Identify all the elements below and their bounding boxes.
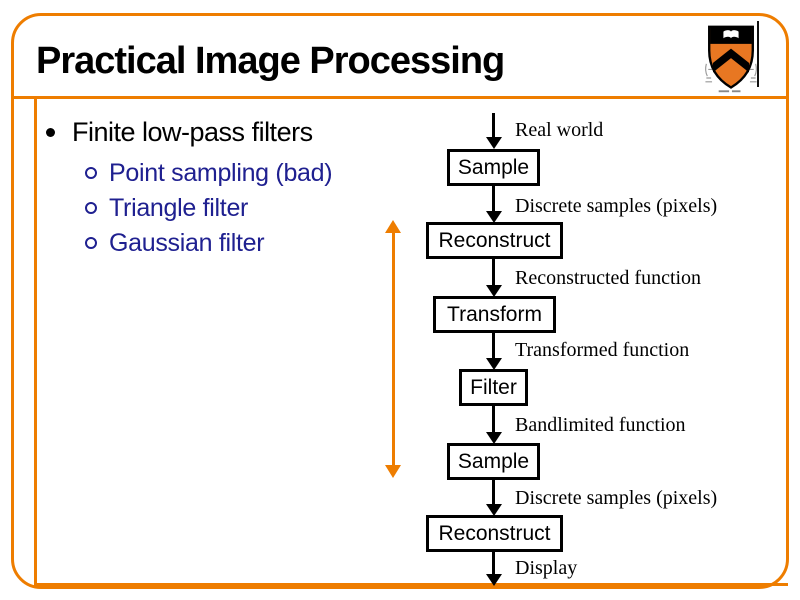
sub-bullet-item: Point sampling (bad) bbox=[85, 158, 333, 188]
arrowhead-down bbox=[385, 465, 401, 478]
arrow-shaft bbox=[492, 480, 495, 506]
flow-arrow-icon bbox=[486, 333, 502, 370]
sub-bullet-item: Triangle filter bbox=[85, 193, 248, 223]
sub-bullet-icon bbox=[85, 202, 97, 214]
edge-label-discrete-samples-2: Discrete samples (pixels) bbox=[515, 487, 718, 509]
sub-bullet-icon bbox=[85, 167, 97, 179]
flow-arrow-icon bbox=[486, 480, 502, 516]
sub-bullet-item: Gaussian filter bbox=[85, 228, 265, 258]
edge-label-discrete-samples-1: Discrete samples (pixels) bbox=[515, 195, 718, 217]
arrow-shaft bbox=[492, 406, 495, 434]
arrow-shaft bbox=[492, 259, 495, 287]
arrowhead-down bbox=[486, 504, 502, 516]
bullet-item: Finite low-pass filters bbox=[46, 116, 313, 148]
arrowhead-down bbox=[486, 358, 502, 370]
page-title: Practical Image Processing bbox=[36, 40, 505, 82]
sub-bullet-label: Triangle filter bbox=[109, 194, 249, 222]
arrowhead-down bbox=[486, 137, 502, 149]
flow-node-sample-2: Sample bbox=[447, 443, 540, 480]
sub-bullet-icon bbox=[85, 237, 97, 249]
flow-node-filter: Filter bbox=[459, 369, 528, 406]
arrowhead-down bbox=[486, 432, 502, 444]
arrow-shaft bbox=[492, 186, 495, 213]
content-frame-left-line bbox=[34, 96, 37, 586]
bullet-item-label: Finite low-pass filters bbox=[72, 117, 313, 147]
crest-divider-line bbox=[757, 21, 759, 87]
flow-node-reconstruct-1: Reconstruct bbox=[426, 222, 563, 259]
arrowhead-down bbox=[486, 211, 502, 223]
arrowhead-up bbox=[385, 220, 401, 233]
sub-bullet-label: Gaussian filter bbox=[109, 229, 265, 257]
title-divider-line bbox=[12, 96, 789, 99]
sub-bullet-label: Point sampling (bad) bbox=[109, 159, 333, 187]
arrow-shaft bbox=[392, 231, 395, 467]
flow-arrow-icon bbox=[486, 186, 502, 223]
bullet-icon bbox=[46, 128, 55, 137]
princeton-shield-icon bbox=[705, 25, 757, 93]
content-frame-bottom-line bbox=[34, 583, 788, 586]
edge-label-transformed-fn: Transformed function bbox=[515, 339, 690, 361]
orange-double-arrow-icon bbox=[385, 220, 401, 478]
flow-arrow-icon bbox=[486, 552, 502, 586]
flow-arrow-icon bbox=[486, 259, 502, 297]
edge-label-bandlimited-fn: Bandlimited function bbox=[515, 414, 686, 436]
edge-label-real-world: Real world bbox=[515, 119, 604, 141]
arrowhead-down bbox=[486, 574, 502, 586]
arrowhead-down bbox=[486, 285, 502, 297]
flow-node-sample-1: Sample bbox=[447, 149, 540, 186]
flow-arrow-icon bbox=[486, 113, 502, 149]
arrow-shaft bbox=[492, 333, 495, 360]
slide-outer-border bbox=[11, 13, 789, 589]
flow-arrow-icon bbox=[486, 406, 502, 444]
edge-label-display: Display bbox=[515, 557, 578, 579]
flow-node-reconstruct-2: Reconstruct bbox=[426, 515, 563, 552]
flow-node-transform: Transform bbox=[433, 296, 556, 333]
arrow-shaft bbox=[492, 552, 495, 576]
edge-label-reconstructed-fn: Reconstructed function bbox=[515, 267, 702, 289]
arrow-shaft bbox=[492, 113, 495, 139]
